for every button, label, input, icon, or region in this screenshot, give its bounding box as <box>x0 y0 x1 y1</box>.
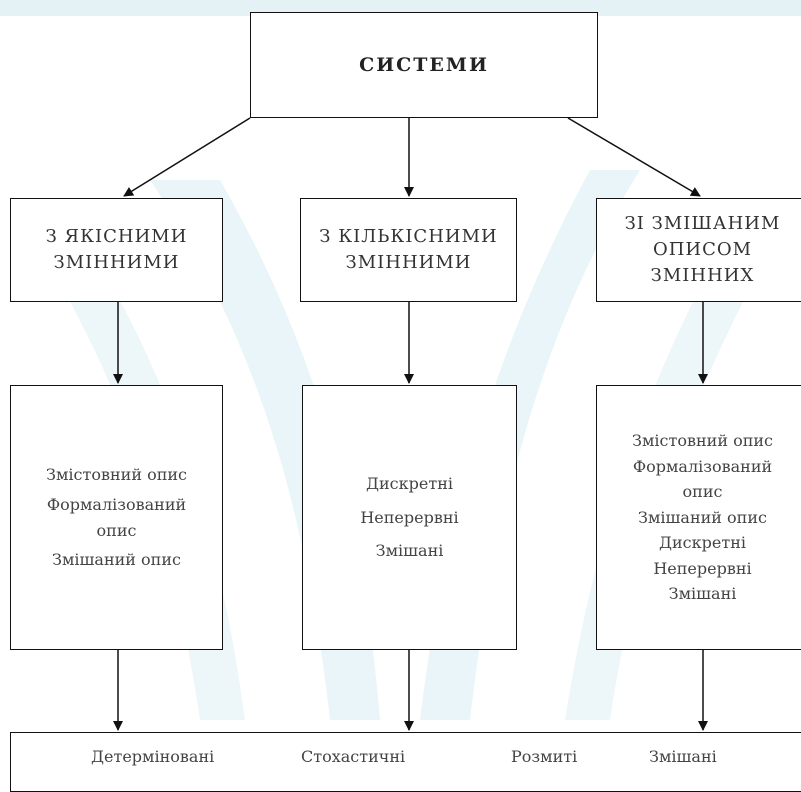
detail-item: Змістовний опис <box>46 465 187 485</box>
arrow-root-to-cat3 <box>567 117 701 197</box>
bottom-types-box: Детерміновані Стохастичні Розмиті Змішан… <box>10 732 801 792</box>
category-label-line: З ЯКІСНИМИ <box>45 225 188 247</box>
category-label-line: ЗМІННИХ <box>650 265 755 287</box>
category-label-line: З КІЛЬКІСНИМИ <box>319 225 498 247</box>
detail-item: Змістовний опис <box>632 430 773 450</box>
category-qualitative: З ЯКІСНИМИ ЗМІННИМИ <box>10 198 223 302</box>
detail-item: опис <box>96 520 137 540</box>
detail-item: Дискретні <box>366 474 453 494</box>
category-label-line: ЗМІННИМИ <box>345 252 472 273</box>
details-quantitative: Дискретні Неперервні Змішані <box>302 385 517 650</box>
root-node: СИСТЕМИ <box>250 12 598 118</box>
category-label-line: ОПИСОМ <box>652 238 753 260</box>
type-fuzzy: Розмиті <box>511 747 578 766</box>
category-label-line: ЗІ ЗМІШАНИМ <box>624 212 781 234</box>
category-label-line: ЗМІННИМИ <box>53 252 180 273</box>
root-label: СИСТЕМИ <box>359 54 489 76</box>
type-mixed: Змішані <box>649 747 717 766</box>
detail-item: Формалізований <box>632 456 773 476</box>
type-stochastic: Стохастичні <box>301 747 406 766</box>
details-qualitative: Змістовний опис Формалізований опис Зміш… <box>10 385 223 650</box>
detail-item: Формалізований <box>46 494 187 514</box>
detail-item: Неперервні <box>360 507 459 527</box>
detail-item: Змішаний опис <box>638 507 767 527</box>
category-mixed: ЗІ ЗМІШАНИМ ОПИСОМ ЗМІННИХ <box>596 198 801 302</box>
detail-item: Змішані <box>375 541 444 561</box>
detail-item: опис <box>682 482 723 502</box>
detail-item: Неперервні <box>653 558 752 578</box>
arrow-root-to-cat1 <box>123 117 251 197</box>
category-quantitative: З КІЛЬКІСНИМИ ЗМІННИМИ <box>300 198 517 302</box>
type-deterministic: Детерміновані <box>91 747 215 766</box>
detail-item: Дискретні <box>659 533 746 553</box>
detail-item: Змішані <box>668 584 737 604</box>
details-mixed: Змістовний опис Формалізований опис Зміш… <box>596 385 801 650</box>
detail-item: Змішаний опис <box>52 550 181 570</box>
